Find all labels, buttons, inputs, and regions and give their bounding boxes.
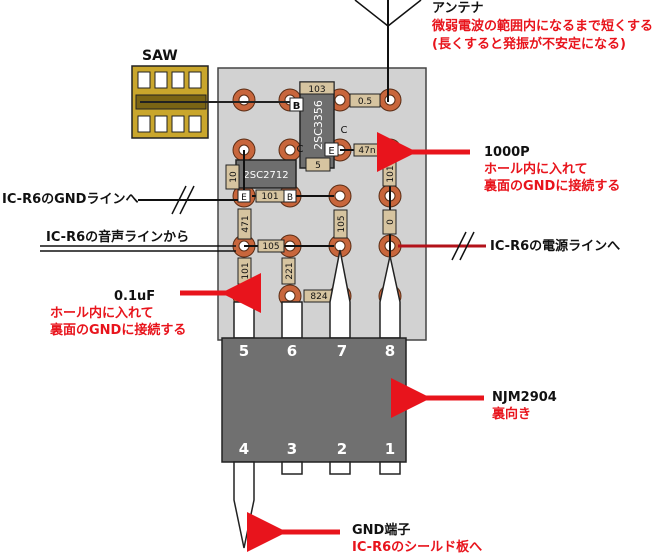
r10-label: 10 — [229, 171, 239, 183]
r221-label: 221 — [285, 262, 295, 279]
pin-e1: E — [328, 146, 334, 157]
gnd-line-label: IC-R6のGNDラインへ — [2, 192, 139, 207]
cap-01uf-note-1: ホール内に入れて — [50, 306, 154, 321]
cap-01uf-note-2: 裏面のGNDに接続する — [50, 323, 187, 338]
pin-b1: B — [293, 101, 301, 112]
r101b-label: 101 — [386, 165, 396, 182]
ic-bottom-pins — [233, 461, 401, 549]
cap-01uf-title: 0.1uF — [114, 289, 156, 304]
pin-7-label: 7 — [337, 342, 347, 360]
antenna-note-2: (長くすると発振が不安定になる) — [432, 37, 626, 52]
r05-label: 0.5 — [358, 97, 372, 107]
pin-3-label: 3 — [287, 440, 297, 458]
transistor-1-label: 2SC3356 — [312, 100, 325, 150]
ic-note-label: 裏向き — [492, 407, 532, 422]
r824-label: 824 — [310, 292, 327, 302]
pin-1-label: 1 — [385, 440, 395, 458]
pin-c1: C — [341, 125, 348, 136]
ic-njm2904-body — [221, 337, 407, 463]
cap-1000p-note-2: 裏面のGNDに接続する — [484, 179, 621, 194]
r5-label: 5 — [315, 161, 321, 171]
antenna-symbol — [354, 0, 422, 102]
saw-resonator — [131, 65, 296, 139]
pin-2-label: 2 — [337, 440, 347, 458]
audio-line-label: IC-R6の音声ラインから — [46, 230, 190, 245]
transistor-2sc2712: 2SC2712 — [235, 159, 297, 189]
gnd-terminal-label: GND端子 — [352, 523, 411, 538]
red-arrows — [180, 132, 484, 552]
gnd-terminal-note: IC-R6のシールド板へ — [352, 540, 483, 555]
r0x-label: 0 — [386, 219, 396, 225]
r105b-label: 105 — [337, 215, 347, 232]
r471-label: 471 — [241, 215, 251, 232]
cap-1000p-title: 1000P — [484, 145, 530, 160]
antenna-note-1: 微弱電波の範囲内になるまで短くする — [432, 19, 654, 34]
saw-label: SAW — [142, 48, 178, 64]
antenna-title: アンテナ — [432, 1, 484, 16]
cap-1000p-note-1: ホール内に入れて — [484, 162, 588, 177]
pin-8-label: 8 — [385, 342, 395, 360]
power-line-label: IC-R6の電源ラインへ — [490, 239, 621, 254]
r101-label: 101 — [261, 192, 278, 202]
pin-6-label: 6 — [287, 342, 297, 360]
external-wires — [40, 185, 486, 261]
r105a-label: 105 — [262, 242, 279, 252]
r101c-label: 101 — [241, 262, 251, 279]
ic-name-label: NJM2904 — [492, 390, 557, 405]
pin-5-label: 5 — [239, 342, 249, 360]
chip-components: 103 0.5 47n 5 10 101 471 105 105 101 0 2… — [225, 81, 397, 303]
pin-b2: B — [287, 193, 293, 203]
transistor-2-label: 2SC2712 — [243, 170, 288, 181]
c47n-label: 47n — [358, 146, 375, 156]
pin-c2: C — [297, 144, 304, 155]
r103-label: 103 — [308, 85, 325, 95]
pin-e2: E — [241, 193, 247, 203]
pin-4-label: 4 — [239, 440, 249, 458]
